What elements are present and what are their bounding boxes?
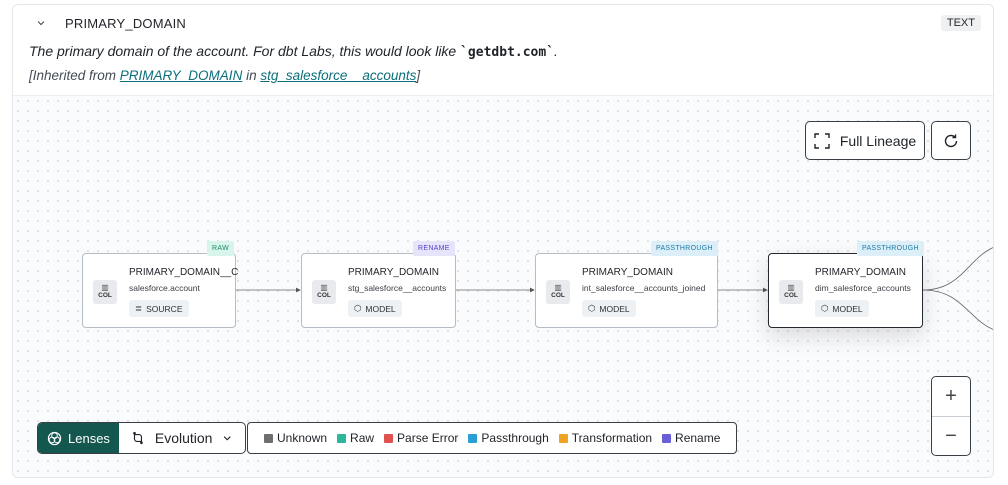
- lenses-control: Lenses Evolution: [37, 422, 246, 454]
- column-name: PRIMARY_DOMAIN: [65, 16, 187, 31]
- edge-out-lower: [922, 289, 993, 330]
- node-column-name: PRIMARY_DOMAIN__C: [129, 267, 239, 278]
- node-kind-badge: ⬡MODEL: [582, 300, 636, 317]
- legend-label: Passthrough: [481, 431, 549, 445]
- node-kind-label: SOURCE: [146, 303, 183, 314]
- legend-label: Unknown: [277, 431, 328, 445]
- inherited-prefix: [Inherited from: [29, 68, 120, 83]
- column-header: PRIMARY_DOMAIN TEXT The primary domain o…: [13, 5, 993, 95]
- cube-icon: ⬡: [821, 303, 829, 313]
- lens-selected-value: Evolution: [154, 430, 213, 446]
- description-end: .: [554, 43, 558, 59]
- column-icon-label: COL: [784, 292, 798, 299]
- legend-swatch: [558, 433, 568, 443]
- description-code: `getdbt.com`: [460, 45, 555, 60]
- inherited-suffix: ]: [416, 68, 421, 83]
- lineage-node-source[interactable]: RAW ▥COL PRIMARY_DOMAIN__C salesforce.ac…: [82, 241, 239, 328]
- zoom-in-button[interactable]: +: [945, 385, 957, 407]
- lenses-label: Lenses: [68, 430, 110, 446]
- refresh-button[interactable]: [931, 121, 971, 160]
- lineage-node-int[interactable]: PASSTHROUGH ▥COL PRIMARY_DOMAIN int_sale…: [535, 241, 718, 328]
- legend-label: Parse Error: [397, 431, 459, 445]
- node-model-name: dim_salesforce_accounts: [815, 283, 911, 293]
- lenses-button[interactable]: Lenses: [38, 423, 119, 453]
- column-icon: ▥COL: [779, 280, 803, 304]
- column-description: The primary domain of the account. For d…: [29, 43, 558, 60]
- evolution-icon: [133, 431, 143, 445]
- inherited-column-link[interactable]: PRIMARY_DOMAIN: [119, 68, 243, 83]
- zoom-controls: + −: [931, 376, 971, 456]
- node-kind-label: MODEL: [599, 303, 630, 314]
- expand-icon: [814, 132, 830, 149]
- chevron-down-icon[interactable]: [35, 17, 49, 31]
- legend-label: Transformation: [571, 431, 653, 445]
- column-icon-label: COL: [98, 292, 112, 299]
- edge-out-upper: [922, 247, 993, 291]
- legend-swatch: [264, 433, 273, 443]
- column-icon: ▥COL: [312, 280, 336, 304]
- lenses-icon: [47, 431, 62, 445]
- full-lineage-button[interactable]: Full Lineage: [805, 121, 925, 160]
- node-tag: RAW: [207, 241, 234, 256]
- cube-icon: ⬡: [354, 303, 362, 313]
- node-kind-label: MODEL: [832, 303, 863, 314]
- lineage-edges: [236, 247, 993, 330]
- lineage-node-stg[interactable]: RENAME ▥COL PRIMARY_DOMAIN stg_salesforc…: [301, 241, 456, 328]
- cube-icon: ⬡: [588, 303, 596, 313]
- column-icon: ▥COL: [546, 280, 570, 304]
- zoom-out-button[interactable]: −: [932, 416, 970, 455]
- column-icon: ▥COL: [93, 280, 117, 304]
- inherited-model-link[interactable]: stg_salesforce__accounts: [260, 68, 417, 83]
- full-lineage-label: Full Lineage: [839, 132, 917, 149]
- node-column-name: PRIMARY_DOMAIN: [582, 267, 673, 278]
- legend-item-transformation: Transformation: [558, 431, 653, 445]
- node-model-name: int_salesforce__accounts_joined: [582, 283, 706, 293]
- legend-label: Rename: [675, 431, 721, 445]
- node-column-name: PRIMARY_DOMAIN: [815, 267, 906, 278]
- node-kind-badge: ⬡MODEL: [815, 300, 869, 317]
- column-icon-label: COL: [551, 292, 565, 299]
- node-kind-badge: ⬡MODEL: [348, 300, 402, 317]
- legend-swatch: [384, 433, 394, 443]
- inherited-from: [Inherited from PRIMARY_DOMAIN in stg_sa…: [29, 68, 420, 83]
- column-icon-label: COL: [317, 292, 331, 299]
- legend-item-parse-error: Parse Error: [384, 431, 458, 445]
- node-column-name: PRIMARY_DOMAIN: [348, 267, 439, 278]
- inherited-mid: in: [242, 68, 261, 83]
- legend-item-rename: Rename: [662, 431, 720, 445]
- legend-swatch: [337, 433, 347, 443]
- chevron-down-icon: [224, 436, 232, 441]
- data-type-badge: TEXT: [940, 15, 981, 31]
- legend-swatch: [662, 433, 672, 443]
- node-kind-label: MODEL: [365, 303, 396, 314]
- column-detail-card: PRIMARY_DOMAIN TEXT The primary domain o…: [12, 4, 994, 478]
- lineage-legend: Unknown Raw Parse Error Passthrough Tran…: [247, 422, 738, 454]
- legend-label: Raw: [350, 431, 375, 445]
- legend-item-passthrough: Passthrough: [468, 431, 549, 445]
- legend-item-raw: Raw: [337, 431, 374, 445]
- refresh-icon: [944, 134, 958, 147]
- node-kind-badge: ≣SOURCE: [129, 300, 189, 317]
- node-model-name: salesforce.account: [129, 283, 200, 293]
- lineage-node-dim-selected[interactable]: PASSTHROUGH ▥COL PRIMARY_DOMAIN dim_sale…: [768, 241, 924, 328]
- node-tag: PASSTHROUGH: [857, 241, 924, 256]
- node-model-name: stg_salesforce__accounts: [348, 283, 447, 293]
- node-tag: PASSTHROUGH: [651, 241, 718, 256]
- description-text: The primary domain of the account. For d…: [29, 43, 461, 59]
- node-tag: RENAME: [413, 241, 455, 256]
- database-icon: ≣: [135, 303, 143, 313]
- legend-swatch: [468, 433, 478, 443]
- lineage-canvas[interactable]: Full Lineage RAW ▥COL PRIMARY_DOMAIN__C …: [13, 95, 993, 477]
- lens-select[interactable]: Evolution: [119, 423, 245, 453]
- legend-item-unknown: Unknown: [264, 431, 327, 445]
